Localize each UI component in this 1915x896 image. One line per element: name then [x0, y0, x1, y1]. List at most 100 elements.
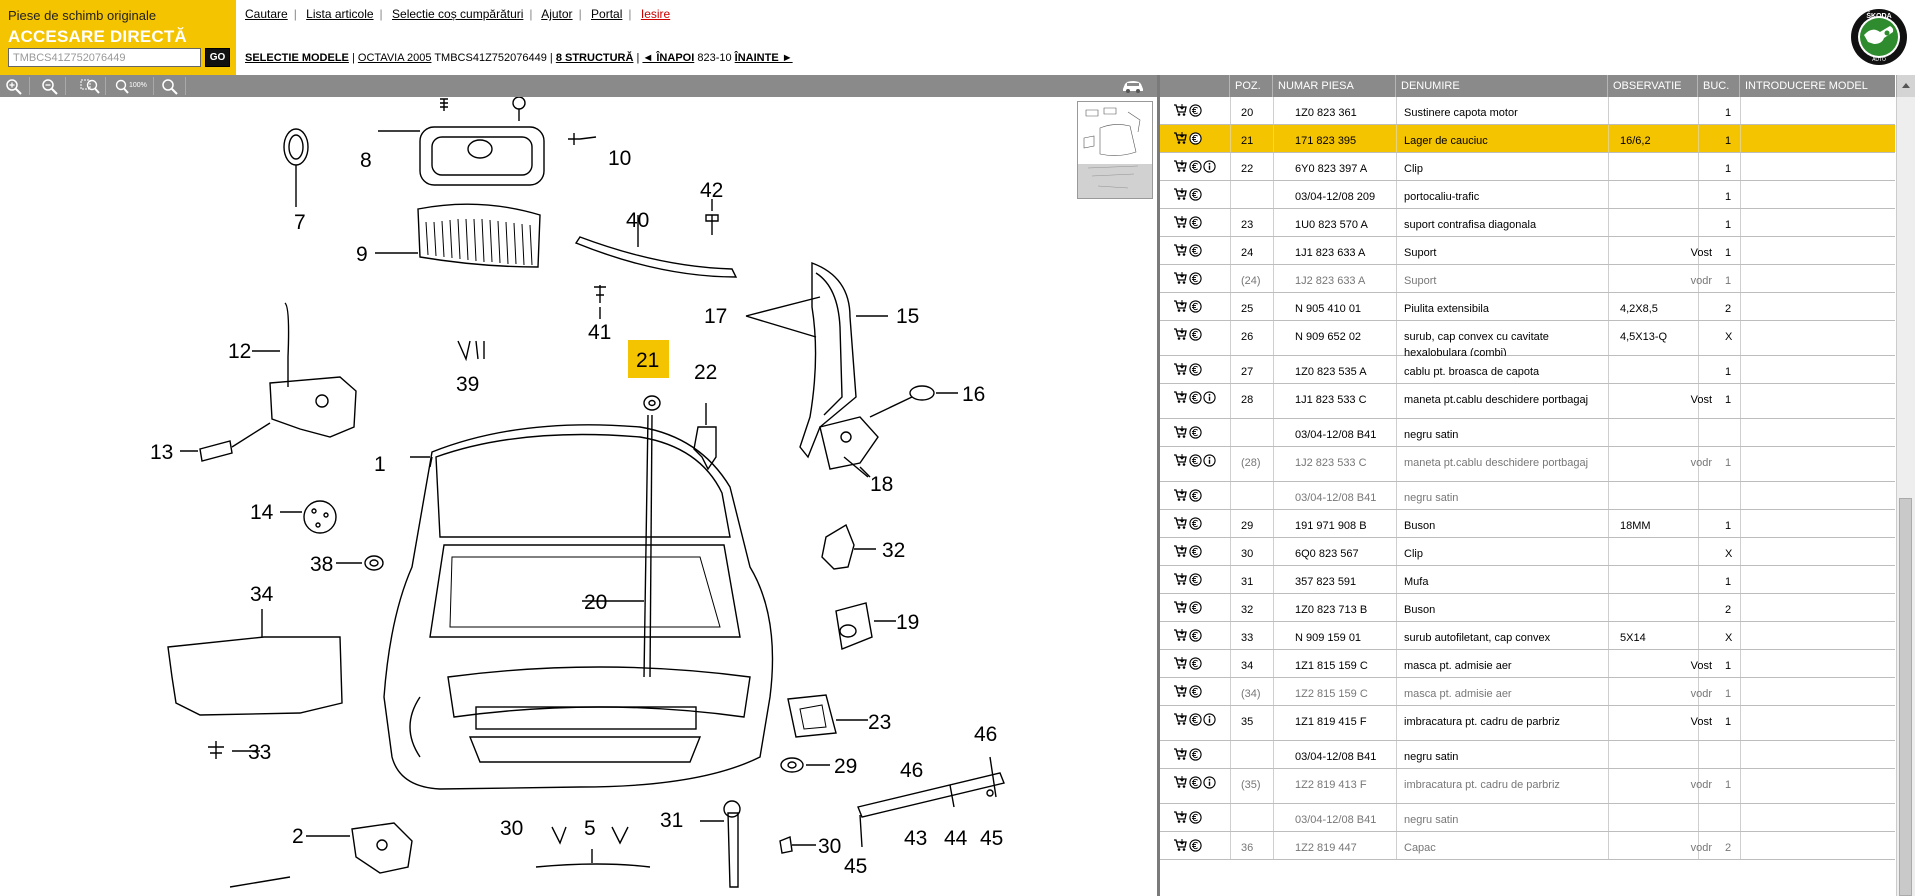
row-actions[interactable] — [1173, 186, 1203, 202]
cart-icon[interactable] — [1173, 160, 1189, 172]
exploded-parts-diagram[interactable]: 8 10 7 42 40 9 17 15 41 12 21 22 16 39 1… — [0, 97, 1070, 896]
euro-icon[interactable] — [1189, 271, 1203, 285]
row-actions[interactable] — [1173, 298, 1203, 314]
nav-ajutor[interactable]: Ajutor — [541, 7, 573, 21]
row-actions[interactable] — [1173, 487, 1203, 503]
euro-icon[interactable] — [1189, 838, 1203, 852]
euro-icon[interactable] — [1189, 299, 1203, 313]
row-actions[interactable] — [1173, 746, 1203, 762]
vin-input[interactable] — [8, 48, 201, 67]
cart-icon[interactable] — [1173, 545, 1189, 557]
euro-icon[interactable] — [1189, 488, 1203, 502]
row-actions[interactable] — [1173, 599, 1203, 615]
euro-icon[interactable] — [1189, 684, 1203, 698]
zoom-out-tool[interactable] — [40, 77, 66, 95]
euro-icon[interactable] — [1189, 131, 1203, 145]
cart-icon[interactable] — [1173, 272, 1189, 284]
info-icon[interactable] — [1203, 159, 1217, 173]
row-actions[interactable] — [1173, 242, 1203, 258]
header-poz[interactable]: POZ. — [1230, 75, 1273, 97]
row-actions[interactable] — [1173, 361, 1203, 377]
zoom-fit-tool[interactable] — [160, 77, 186, 95]
info-icon[interactable] — [1203, 775, 1217, 789]
scroll-up-button[interactable] — [1896, 75, 1915, 97]
row-actions[interactable] — [1173, 627, 1203, 643]
euro-icon[interactable] — [1189, 453, 1203, 467]
nav-portal[interactable]: Portal — [591, 7, 623, 21]
cart-icon[interactable] — [1173, 300, 1189, 312]
euro-icon[interactable] — [1189, 656, 1203, 670]
nav-iesire[interactable]: Iesire — [640, 7, 671, 21]
euro-icon[interactable] — [1189, 425, 1203, 439]
cart-icon[interactable] — [1173, 328, 1189, 340]
cart-icon[interactable] — [1173, 839, 1189, 851]
row-actions[interactable] — [1173, 683, 1203, 699]
header-denumire[interactable]: DENUMIRE — [1396, 75, 1608, 97]
euro-icon[interactable] — [1189, 775, 1203, 789]
cart-icon[interactable] — [1173, 601, 1189, 613]
euro-icon[interactable] — [1189, 159, 1203, 173]
zoom-area-tool[interactable] — [80, 77, 106, 95]
car-icon[interactable] — [1121, 78, 1145, 94]
euro-icon[interactable] — [1189, 327, 1203, 341]
cart-icon[interactable] — [1173, 188, 1189, 200]
breadcrumb-structure[interactable]: 8 STRUCTURĂ — [555, 52, 634, 64]
cart-icon[interactable] — [1173, 454, 1189, 466]
breadcrumb-model[interactable]: OCTAVIA 2005 — [357, 52, 432, 64]
info-icon[interactable] — [1203, 453, 1217, 467]
euro-icon[interactable] — [1189, 600, 1203, 614]
pane-divider[interactable] — [1157, 75, 1160, 896]
breadcrumb-forward[interactable]: ÎNAINTE ► — [734, 52, 793, 64]
euro-icon[interactable] — [1189, 544, 1203, 558]
cart-icon[interactable] — [1173, 363, 1189, 375]
row-actions[interactable] — [1173, 571, 1203, 587]
euro-icon[interactable] — [1189, 712, 1203, 726]
cart-icon[interactable] — [1173, 104, 1189, 116]
header-introducere-model[interactable]: INTRODUCERE MODEL — [1745, 80, 1868, 92]
cart-icon[interactable] — [1173, 713, 1189, 725]
cart-icon[interactable] — [1173, 517, 1189, 529]
euro-icon[interactable] — [1189, 572, 1203, 586]
euro-icon[interactable] — [1189, 215, 1203, 229]
header-observatie[interactable]: OBSERVATIE — [1608, 75, 1698, 97]
row-actions[interactable] — [1173, 130, 1203, 146]
row-actions[interactable] — [1173, 424, 1203, 440]
zoom-in-tool[interactable] — [4, 77, 30, 95]
euro-icon[interactable] — [1189, 516, 1203, 530]
zoom-100-tool[interactable]: 100% — [114, 77, 154, 95]
cart-icon[interactable] — [1173, 132, 1189, 144]
go-button[interactable]: GO — [205, 48, 230, 67]
cart-icon[interactable] — [1173, 244, 1189, 256]
cart-icon[interactable] — [1173, 776, 1189, 788]
nav-lista-articole[interactable]: Lista articole — [306, 7, 374, 21]
euro-icon[interactable] — [1189, 390, 1203, 404]
cart-icon[interactable] — [1173, 426, 1189, 438]
euro-icon[interactable] — [1189, 747, 1203, 761]
info-icon[interactable] — [1203, 712, 1217, 726]
row-actions[interactable] — [1173, 389, 1217, 405]
row-actions[interactable] — [1173, 655, 1203, 671]
scrollbar-thumb[interactable] — [1899, 498, 1912, 896]
cart-icon[interactable] — [1173, 657, 1189, 669]
euro-icon[interactable] — [1189, 243, 1203, 257]
row-actions[interactable] — [1173, 158, 1217, 174]
